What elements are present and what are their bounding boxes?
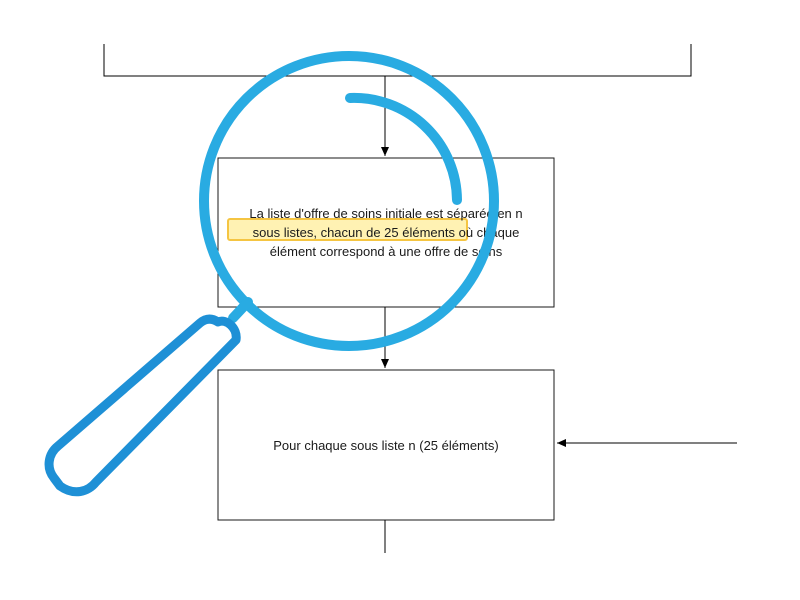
- top-bracket-connector: [103, 44, 692, 77]
- loop-node-box[interactable]: [217, 369, 555, 521]
- text-highlight: [227, 218, 468, 241]
